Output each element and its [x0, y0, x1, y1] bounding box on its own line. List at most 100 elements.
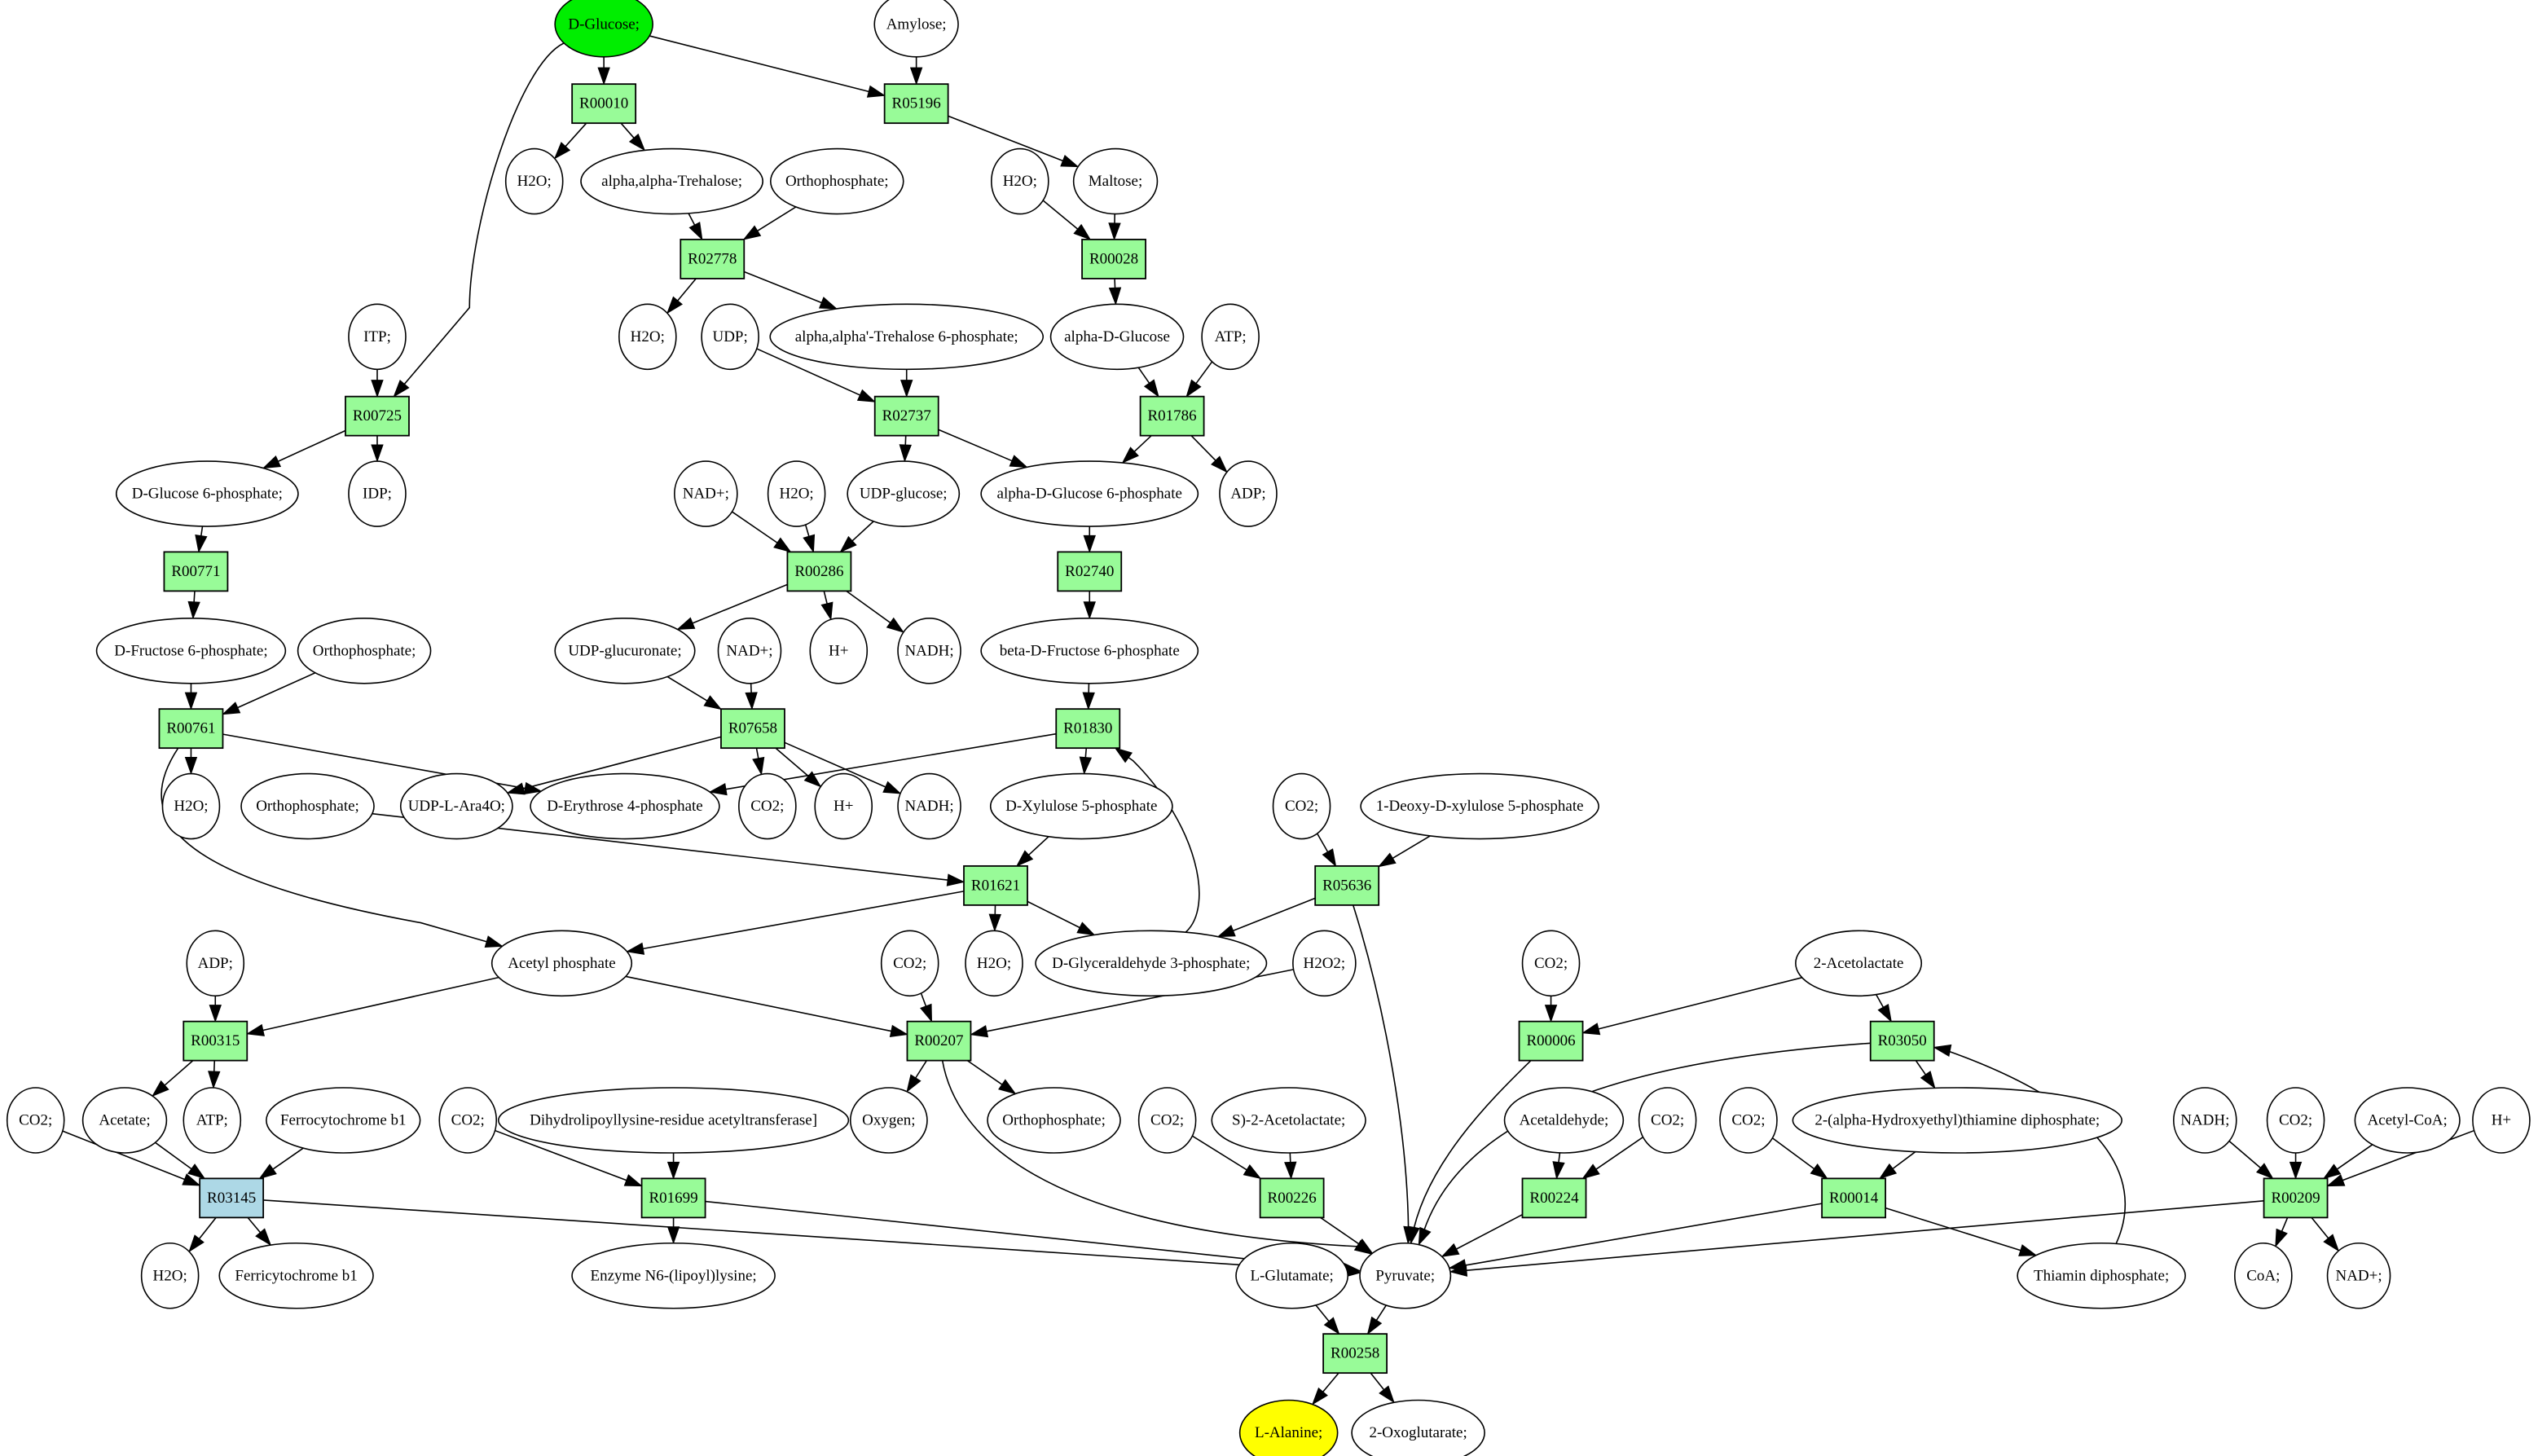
reaction-node-R00315[interactable]: R00315 [183, 1020, 249, 1062]
compound-node-nad_2[interactable]: NAD+; [717, 617, 782, 684]
reaction-node-R00010[interactable]: R00010 [571, 83, 637, 125]
compound-node-acl[interactable]: 2-Acetolactate [1795, 930, 1923, 997]
compound-node-h2o_7[interactable]: H2O; [140, 1242, 200, 1309]
reaction-node-R03145[interactable]: R03145 [199, 1177, 265, 1219]
compound-node-idp[interactable]: IDP; [348, 460, 407, 527]
compound-node-h_3[interactable]: H+ [2472, 1087, 2531, 1154]
reaction-node-R00207[interactable]: R00207 [906, 1020, 972, 1062]
compound-node-bf6p[interactable]: beta-D-Fructose 6-phosphate [980, 617, 1199, 684]
reaction-node-R00014[interactable]: R00014 [1821, 1177, 1887, 1219]
compound-node-co2_3[interactable]: CO2; [880, 930, 939, 997]
compound-node-udpara[interactable]: UDP-L-Ara4O; [399, 772, 513, 840]
compound-node-maltose[interactable]: Maltose; [1072, 147, 1159, 215]
compound-node-gap[interactable]: D-Glyceraldehyde 3-phosphate; [1035, 930, 1268, 997]
compound-node-co2_1[interactable]: CO2; [738, 772, 797, 840]
compound-node-adp_2[interactable]: ADP; [186, 930, 245, 997]
compound-node-udp[interactable]: UDP; [701, 303, 759, 371]
compound-node-ferricyt[interactable]: Ferricytochrome b1 [218, 1242, 374, 1309]
compound-node-thdp[interactable]: Thiamin diphosphate; [2017, 1242, 2186, 1309]
reaction-node-R00209[interactable]: R00209 [2263, 1177, 2329, 1219]
compound-node-h2o_4[interactable]: H2O; [767, 460, 826, 527]
compound-node-ala[interactable]: L-Alanine; [1238, 1399, 1339, 1456]
compound-node-e4p[interactable]: D-Erythrose 4-phosphate [530, 772, 720, 840]
compound-node-dlat[interactable]: Dihydrolipoyllysine-residue acetyltransf… [497, 1087, 850, 1154]
compound-node-co2_6[interactable]: CO2; [438, 1087, 498, 1154]
compound-node-pyr[interactable]: Pyruvate; [1359, 1242, 1452, 1309]
compound-node-h2o_3[interactable]: H2O; [618, 303, 677, 371]
compound-node-h2o_5[interactable]: H2O; [161, 772, 221, 840]
compound-node-itp[interactable]: ITP; [348, 303, 407, 371]
compound-node-co2_5[interactable]: CO2; [6, 1087, 65, 1154]
node-label: alpha,alpha-Trehalose; [601, 173, 742, 190]
compound-node-pi_4[interactable]: Orthophosphate; [987, 1087, 1121, 1154]
compound-node-glc[interactable]: D-Glucose; [554, 0, 653, 58]
reaction-node-R03050[interactable]: R03050 [1869, 1020, 1935, 1062]
compound-node-hethdp[interactable]: 2-(alpha-Hydroxyethyl)thiamine diphospha… [1792, 1087, 2122, 1154]
compound-node-atp_1[interactable]: ATP; [1201, 303, 1260, 371]
compound-node-nadh_1[interactable]: NADH; [897, 617, 961, 684]
compound-node-dxp[interactable]: 1-Deoxy-D-xylulose 5-phosphate [1360, 772, 1599, 840]
reaction-node-R01621[interactable]: R01621 [963, 864, 1028, 906]
reaction-node-R02740[interactable]: R02740 [1057, 551, 1123, 592]
compound-node-co2_2[interactable]: CO2; [1272, 772, 1331, 840]
compound-node-akg[interactable]: 2-Oxoglutarate; [1351, 1399, 1485, 1456]
reaction-node-R00224[interactable]: R00224 [1521, 1177, 1587, 1219]
reaction-node-R01830[interactable]: R01830 [1055, 708, 1121, 750]
compound-node-pi_2[interactable]: Orthophosphate; [297, 617, 432, 684]
reaction-node-R02737[interactable]: R02737 [873, 395, 939, 437]
compound-node-tre6p[interactable]: alpha,alpha'-Trehalose 6-phosphate; [769, 303, 1045, 371]
compound-node-g6p[interactable]: D-Glucose 6-phosphate; [115, 460, 299, 527]
reaction-node-R00258[interactable]: R00258 [1322, 1333, 1388, 1375]
reaction-node-R00006[interactable]: R00006 [1518, 1020, 1584, 1062]
compound-node-nadh_2[interactable]: NADH; [897, 772, 961, 840]
compound-node-nad_1[interactable]: NAD+; [674, 460, 738, 527]
reaction-node-R00286[interactable]: R00286 [786, 551, 852, 592]
compound-node-aglc[interactable]: alpha-D-Glucose [1049, 303, 1185, 371]
compound-node-h_1[interactable]: H+ [809, 617, 869, 684]
compound-node-amylose[interactable]: Amylose; [873, 0, 959, 58]
compound-node-f6p[interactable]: D-Fructose 6-phosphate; [95, 617, 287, 684]
compound-node-co2_9[interactable]: CO2; [1719, 1087, 1778, 1154]
compound-node-co2_7[interactable]: CO2; [1137, 1087, 1197, 1154]
compound-node-acp[interactable]: Acetyl phosphate [490, 930, 633, 997]
compound-node-pi_1[interactable]: Orthophosphate; [769, 147, 904, 215]
reaction-node-R01699[interactable]: R01699 [640, 1177, 706, 1219]
compound-node-atp_2[interactable]: ATP; [183, 1087, 242, 1154]
compound-node-h_2[interactable]: H+ [814, 772, 873, 840]
compound-node-acald[interactable]: Acetaldehyde; [1503, 1087, 1625, 1154]
compound-node-acetate[interactable]: Acetate; [81, 1087, 168, 1154]
compound-node-h2o_6[interactable]: H2O; [965, 930, 1023, 997]
compound-node-h2o2[interactable]: H2O2; [1292, 930, 1357, 997]
compound-node-h2o_1[interactable]: H2O; [504, 147, 564, 215]
compound-node-ag6p[interactable]: alpha-D-Glucose 6-phosphate [980, 460, 1199, 527]
reaction-node-R00028[interactable]: R00028 [1081, 239, 1146, 279]
compound-node-nad_3[interactable]: NAD+; [2326, 1242, 2391, 1309]
reaction-node-R05196[interactable]: R05196 [883, 83, 949, 125]
reaction-node-R05636[interactable]: R05636 [1314, 864, 1380, 906]
reaction-node-R01786[interactable]: R01786 [1139, 395, 1205, 437]
compound-node-accoa[interactable]: Acetyl-CoA; [2354, 1087, 2461, 1154]
compound-node-udpglc[interactable]: UDP-glucose; [847, 460, 961, 527]
reaction-node-R00725[interactable]: R00725 [345, 395, 410, 437]
compound-node-glu[interactable]: L-Glutamate; [1235, 1242, 1349, 1309]
compound-node-trehalose[interactable]: alpha,alpha-Trehalose; [580, 147, 764, 215]
compound-node-co2_10[interactable]: CO2; [2266, 1087, 2325, 1154]
compound-node-udpglcA[interactable]: UDP-glucuronate; [554, 617, 696, 684]
compound-node-co2_8[interactable]: CO2; [1638, 1087, 1697, 1154]
compound-node-adp_1[interactable]: ADP; [1219, 460, 1278, 527]
reaction-node-R00761[interactable]: R00761 [158, 708, 224, 750]
reaction-node-R00771[interactable]: R00771 [163, 551, 229, 592]
compound-node-xu5p[interactable]: D-Xylulose 5-phosphate [989, 772, 1173, 840]
compound-node-coa[interactable]: CoA; [2234, 1242, 2293, 1309]
compound-node-ferrocyt[interactable]: Ferrocytochrome b1 [266, 1087, 421, 1154]
compound-node-pi_3[interactable]: Orthophosphate; [240, 772, 375, 840]
reaction-node-R07658[interactable]: R07658 [720, 708, 785, 750]
compound-node-co2_4[interactable]: CO2; [1521, 930, 1581, 997]
compound-node-sacl[interactable]: S)-2-Acetolactate; [1211, 1087, 1366, 1154]
compound-node-h2o_2[interactable]: H2O; [991, 147, 1049, 215]
reaction-node-R00226[interactable]: R00226 [1259, 1177, 1325, 1219]
reaction-node-R02778[interactable]: R02778 [680, 239, 746, 279]
compound-node-oxygen[interactable]: Oxygen; [849, 1087, 928, 1154]
compound-node-lipoyl[interactable]: Enzyme N6-(lipoyl)lysine; [571, 1242, 776, 1309]
compound-node-nadh_3[interactable]: NADH; [2172, 1087, 2237, 1154]
